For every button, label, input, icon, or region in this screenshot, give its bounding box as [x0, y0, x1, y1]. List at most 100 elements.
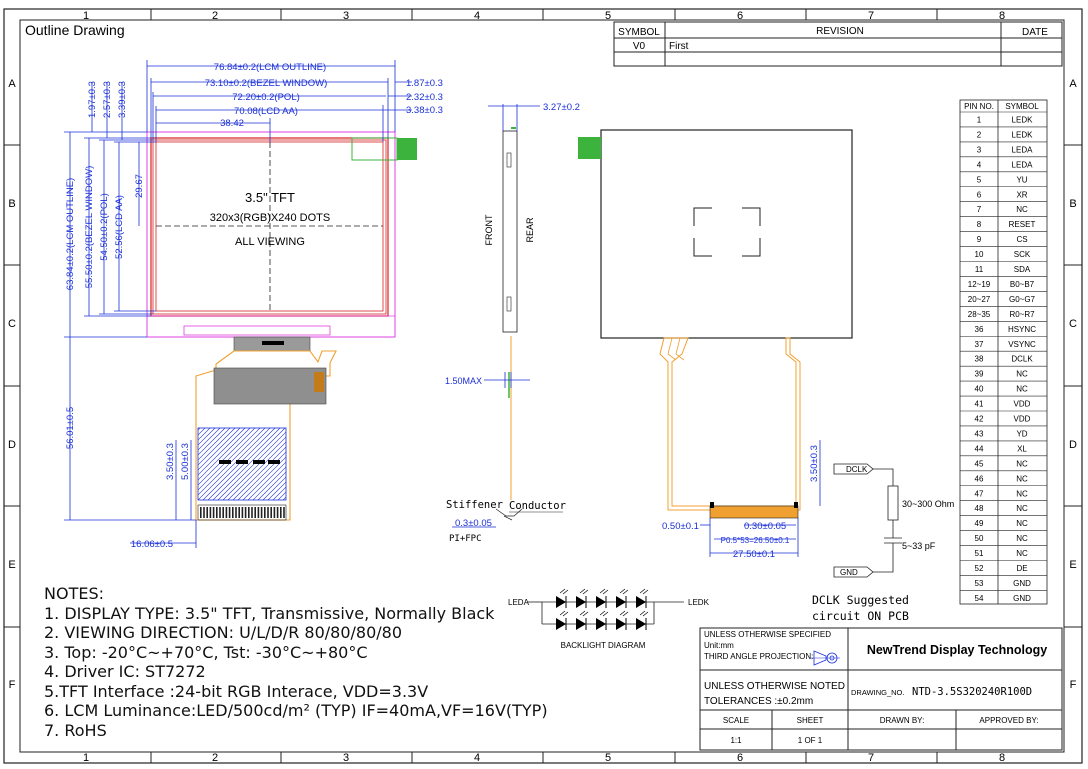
- dclk-tag: DCLK: [846, 465, 868, 474]
- column-marker-bottom: 3: [343, 752, 349, 764]
- tb-unit: Unit:mm: [704, 641, 734, 650]
- dim-right-3: 3.38±0.3: [406, 105, 443, 116]
- pin-number: 53: [975, 579, 984, 588]
- pin-symbol: SCK: [1014, 250, 1031, 259]
- row-marker-right: A: [1069, 78, 1077, 90]
- projection-icon: [810, 650, 840, 666]
- pin-number: 37: [975, 340, 984, 349]
- rev-row-symbol: V0: [633, 41, 646, 52]
- tb-sheet: 1 OF 1: [798, 736, 823, 745]
- tb-approved-label: APPROVED BY:: [979, 716, 1038, 725]
- led-icon: [556, 596, 566, 608]
- note-item: 5.TFT Interface :24-bit RGB Interace, VD…: [44, 681, 429, 701]
- pin-symbol: NC: [1016, 370, 1028, 379]
- backlight-leda: LEDA: [508, 598, 530, 607]
- pin-symbol: NC: [1016, 489, 1028, 498]
- backlight-diagram: LEDA LEDK BACKLIGHT DIAGRAM: [508, 588, 710, 650]
- note-item: 3. Top: -20°C~+70°C, Tst: -30°C~+80°C: [44, 642, 368, 662]
- dim-top-3: 3.39±0.3: [117, 81, 128, 118]
- pin-symbol: NC: [1016, 205, 1028, 214]
- dim-aa-width: 70.08(LCD AA): [234, 106, 298, 117]
- pin-symbol: RESET: [1009, 220, 1036, 229]
- pin-symbol: VSYNC: [1008, 340, 1036, 349]
- conductor-label: Conductor: [509, 500, 566, 512]
- tb-projection: THIRD ANGLE PROJECTION:: [704, 652, 813, 661]
- pin-number: 1: [977, 116, 982, 125]
- pin-symbol: B0~B7: [1010, 280, 1035, 289]
- dim-fpc-a: 3.50±0.3: [165, 443, 176, 480]
- dim-pol-height: 54.50±0.2(POL): [99, 193, 110, 261]
- side-front-label: FRONT: [484, 214, 494, 245]
- note-item: 2. VIEWING DIRECTION: U/L/D/R 80/80/80/8…: [44, 623, 403, 642]
- pin-number: 41: [975, 400, 984, 409]
- rear-pitch-a: 0.50±0.1: [662, 521, 699, 532]
- column-marker-bottom: 7: [868, 752, 874, 764]
- pin-symbol: XR: [1016, 190, 1027, 199]
- column-marker-top: 8: [999, 10, 1005, 22]
- pin-number: 5: [977, 175, 982, 184]
- dim-half-height: 29.67: [134, 174, 145, 198]
- led-icon: [596, 596, 606, 608]
- dim-fpc-length: 56.01±0.5: [65, 407, 76, 449]
- dclk-circuit: DCLK GND 30~300 Ohm 5~33 pF DCLK Suggest…: [812, 463, 954, 623]
- dim-bezel-width: 73.10±0.2(BEZEL WINDOW): [205, 78, 328, 89]
- rear-pitch-c: P0.5*53=26.50±0.1: [721, 536, 790, 545]
- led-icon: [596, 618, 606, 630]
- pin-no-header: PIN NO.: [964, 102, 994, 111]
- column-marker-bottom: 4: [474, 752, 480, 764]
- pin-number: 38: [975, 355, 984, 364]
- pin-number: 48: [975, 504, 984, 513]
- dim-pol-width: 72.20±0.2(POL): [232, 92, 300, 103]
- note-item: 7. RoHS: [44, 720, 107, 740]
- revision-table: SYMBOL REVISION DATE V0 First: [613, 21, 1063, 67]
- row-marker-left: B: [8, 198, 15, 210]
- tb-drawing-no-label: DRAWING_NO.: [851, 688, 904, 697]
- tb-drawn-label: DRAWN BY:: [880, 716, 925, 725]
- tb-sheet-label: SHEET: [797, 716, 824, 725]
- front-title: 3.5" TFT: [245, 190, 295, 205]
- pin-number: 7: [977, 205, 982, 214]
- bezel-window: [150, 137, 389, 317]
- notes-heading: NOTES:: [44, 584, 104, 603]
- side-view: 3.27±0.2 FRONT REAR 1.50MAX Stiffener Co…: [445, 102, 580, 544]
- stiffener-label: Stiffener: [446, 499, 503, 511]
- pin-symbol: DCLK: [1011, 355, 1033, 364]
- led-icon: [636, 596, 646, 608]
- pol-area: [152, 139, 387, 315]
- dim-right-2: 2.32±0.3: [406, 92, 443, 103]
- tb-tolerance-1: UNLESS OTHERWISE NOTED: [704, 681, 845, 692]
- row-marker-left: F: [9, 679, 16, 691]
- pin-number: 28~35: [968, 310, 991, 319]
- note-item: 6. LCM Luminance:LED/500cd/m² (TYP) IF=4…: [44, 701, 548, 720]
- dim-half-width: 38.42: [220, 118, 244, 129]
- column-marker-top: 2: [212, 10, 218, 22]
- side-max: 1.50MAX: [445, 376, 482, 386]
- pin-symbol-header: SYMBOL: [1005, 102, 1039, 111]
- pin-number: 9: [977, 235, 982, 244]
- led-icon: [636, 618, 646, 630]
- column-marker-bottom: 5: [605, 752, 611, 764]
- rear-outline: [600, 129, 853, 339]
- dim-fpc-b: 5.00±0.3: [180, 443, 191, 480]
- rev-date-header: DATE: [1022, 27, 1048, 38]
- pin-symbol: SDA: [1014, 265, 1031, 274]
- pin-number: 42: [975, 415, 984, 424]
- pin-symbol: GND: [1013, 594, 1031, 603]
- notes-block: NOTES: 1. DISPLAY TYPE: 3.5" TFT, Transm…: [44, 584, 548, 740]
- pin-symbol: YD: [1016, 429, 1027, 438]
- title-block: UNLESS OTHERWISE SPECIFIED Unit:mm THIRD…: [699, 627, 1063, 751]
- column-marker-top: 4: [474, 10, 480, 22]
- pin-symbol: R0~R7: [1009, 310, 1035, 319]
- capacitor-value: 5~33 pF: [902, 541, 936, 551]
- pin-number: 54: [975, 594, 984, 603]
- led-icon: [556, 618, 566, 630]
- tb-spec: UNLESS OTHERWISE SPECIFIED: [704, 630, 831, 639]
- dim-bezel-height: 55.50±0.2(BEZEL WINDOW): [84, 166, 95, 289]
- pin-symbol: VDD: [1014, 400, 1031, 409]
- column-marker-bottom: 2: [212, 752, 218, 764]
- column-marker-bottom: 1: [83, 752, 89, 764]
- rear-width: 27.50±0.1: [733, 549, 775, 560]
